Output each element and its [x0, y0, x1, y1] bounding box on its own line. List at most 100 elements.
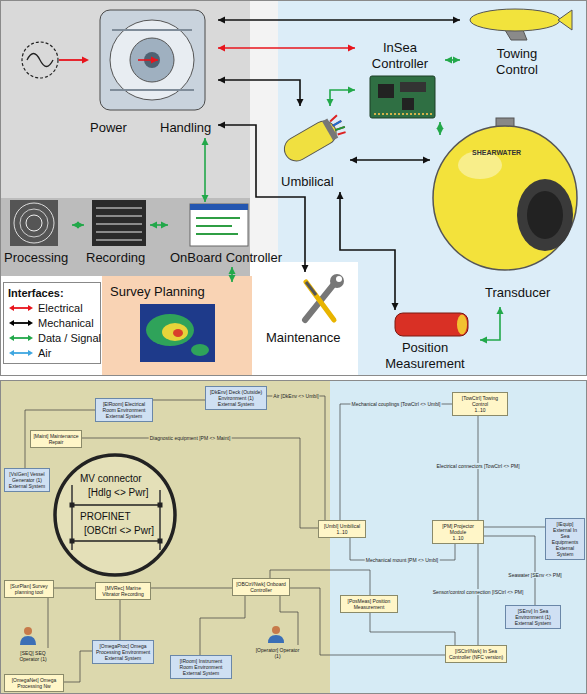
umbilical-cable-part [329, 115, 347, 136]
callout-text: [Hdlg <> Pwr] [88, 486, 149, 499]
legend-swatch-head [28, 305, 33, 311]
ac-source-symbol-part [27, 54, 53, 67]
node-subtext: 1..10 [321, 529, 363, 535]
legend-row: Mechanical [8, 316, 96, 330]
callout-text: MV connector [80, 472, 142, 485]
arrow-head [151, 57, 158, 64]
connector-line [484, 527, 545, 528]
arrow-head [229, 275, 236, 282]
connector-line [218, 125, 305, 272]
component-label-box: Processing [2, 200, 72, 272]
legend-text: Mechanical [38, 316, 94, 330]
arrow-head [453, 17, 460, 24]
connector-line [218, 80, 300, 106]
controller-board [370, 76, 435, 118]
legend-swatch-line [13, 352, 29, 354]
transducer-sphere-part [527, 191, 563, 239]
panel-background-part [250, 0, 278, 262]
processing-image-part [26, 215, 42, 231]
controller-board-part [370, 76, 435, 118]
handling-drum-part [110, 30, 194, 90]
arrow-head [350, 157, 357, 164]
legend-swatch-head [9, 305, 14, 311]
node-title: [SurPlan] Survey planning tool [7, 583, 51, 595]
legend-swatch [8, 348, 34, 358]
position-sensor-part [395, 313, 468, 336]
arrow-head [348, 87, 355, 94]
ac-source-symbol-part [82, 57, 89, 64]
node-title: [SEQ] SEQ Operator (1) [10, 650, 56, 662]
umbilical-cable-part [280, 117, 340, 166]
component-label-box: Towing Control [460, 2, 580, 86]
arrow-head [348, 45, 355, 52]
system-block: [ISCtrl/Nwk] In Sea Controller (NFC vers… [445, 645, 507, 663]
connector [54, 588, 95, 589]
controller-board-part [378, 84, 394, 98]
node-title: [SEnv] In Sea Environment (1) [508, 608, 558, 620]
legend-row: Air [8, 346, 96, 360]
panel-background-part [330, 380, 587, 694]
node-title: [OmegaNet] Omega Processing Nw [7, 677, 61, 689]
node-title: [IEquip] External In Sea Equipments [548, 521, 582, 545]
arrow-head [218, 45, 225, 52]
ac-source-symbol [22, 42, 89, 78]
connector [218, 77, 304, 107]
node-title: Power [90, 120, 127, 136]
component-label-box: Handling [158, 2, 218, 138]
actor-node: [SEQ] SEQ Operator (1) [8, 648, 58, 664]
magnifier-callout-part [70, 539, 75, 544]
external-system-block: [VslGen] Vessel Generator (1)External Sy… [4, 468, 50, 492]
node-subtext: External System [208, 401, 264, 407]
controller-board-part [402, 98, 414, 110]
node-title: [ISCtrl/Nwk] In Sea Controller (NFC vers… [448, 648, 504, 660]
node-title: Recording [86, 250, 145, 266]
legend-swatch-head [28, 335, 33, 341]
arrow-head [392, 303, 399, 310]
component-label-box: Maintenance [258, 272, 355, 352]
connector [48, 598, 49, 648]
node-title: Towing Control [482, 46, 552, 78]
arrow-head [437, 128, 444, 135]
transducer-sphere [433, 118, 577, 270]
external-system-block: [IRoom] Instrument Room EnvironmentExter… [170, 655, 232, 679]
ac-source-symbol-part [59, 59, 83, 61]
connector-line [340, 404, 452, 520]
processing-image-part [14, 203, 54, 243]
actor-icon-part [268, 635, 284, 643]
connector-line [340, 192, 395, 310]
arrow-head [497, 307, 504, 314]
position-sensor [395, 313, 468, 336]
actor-icon-part [272, 626, 280, 634]
connector [218, 122, 309, 273]
node-subtext: External System [173, 670, 229, 676]
magnifier-callout-part [55, 455, 175, 575]
connector-label: Mechanical couplings [TowCtrl <> Umbl] [351, 401, 442, 407]
connector [290, 588, 445, 655]
node-title: InSea Controller [363, 40, 437, 72]
connector-line [267, 396, 325, 520]
survey-map-part [173, 329, 183, 337]
arrow-head [445, 57, 452, 64]
arrow-head [423, 157, 430, 164]
connector-label: Seawater [SEnv <> PM] [507, 572, 562, 578]
towing-fish [470, 9, 572, 40]
connector [64, 651, 92, 682]
connector-line [480, 307, 500, 340]
arrow-head [161, 222, 168, 229]
legend-row: Electrical [8, 301, 96, 315]
legend-swatch-head [9, 320, 14, 326]
actor-icon-part [24, 627, 32, 635]
onboard-screen-part [196, 218, 240, 234]
arrow-head [218, 77, 225, 84]
callout-text: [OBCtrl <> Pwr] [84, 524, 154, 537]
node-title: [MVRec] Marine Vibrator Recording [98, 585, 148, 597]
towing-fish-part [470, 9, 560, 31]
node-title: [IRoom] Instrument Room Environment [173, 658, 229, 670]
arrow-head [327, 99, 334, 106]
towing-fish-part [505, 30, 527, 40]
arrow-head [202, 138, 209, 145]
connector [202, 138, 209, 202]
survey-map-part [191, 344, 209, 356]
legend-swatch-head [9, 335, 14, 341]
recording-rack [92, 200, 146, 246]
